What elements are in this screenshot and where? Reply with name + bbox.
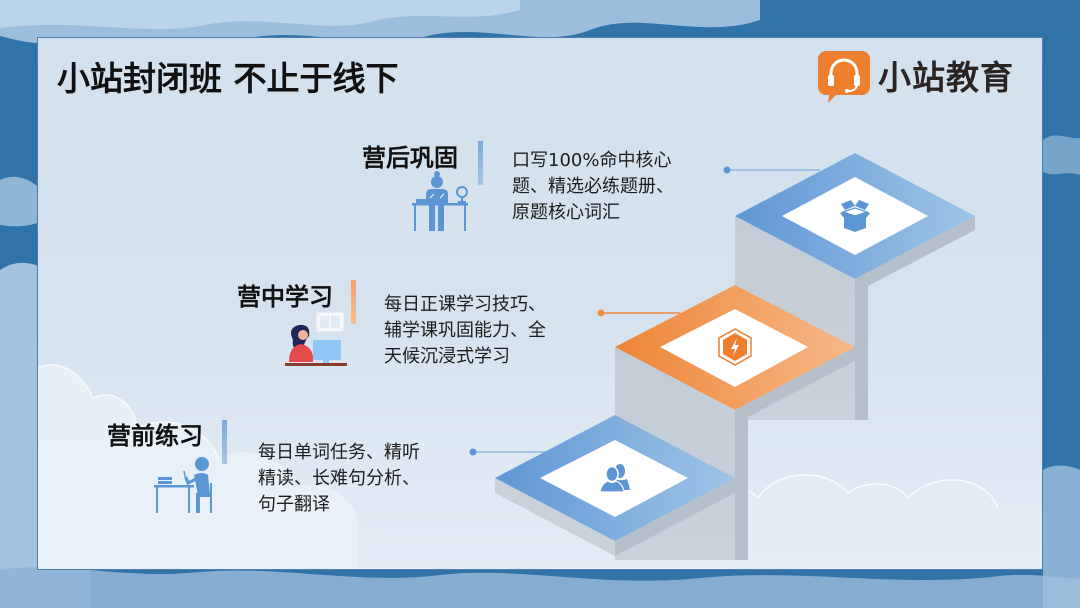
accent-bar-post-camp bbox=[478, 141, 483, 185]
open-box-icon bbox=[840, 200, 870, 232]
step-middle bbox=[615, 285, 855, 410]
stage-desc-mid-camp: 每日正课学习技巧、 辅学课巩固能力、全 天候沉浸式学习 bbox=[384, 294, 546, 367]
headset-chat-bubble-icon bbox=[818, 49, 870, 103]
woman-at-computer-icon bbox=[285, 311, 347, 366]
accent-bar-mid-camp bbox=[351, 280, 356, 324]
step-top bbox=[735, 153, 975, 279]
page-title: 小站封闭班 不止于线下 bbox=[57, 59, 399, 98]
stage-desc-pre-camp: 每日单词任务、精听 精读、长难句分析、 句子翻译 bbox=[258, 442, 420, 515]
student-at-desk-with-globe-icon bbox=[412, 171, 468, 231]
brand-name: 小站教育 bbox=[878, 58, 1014, 97]
connector-top bbox=[723, 166, 820, 174]
stage-desc-post-camp: 口写100%命中核心 题、精选必练题册、 原题核心词汇 bbox=[512, 150, 674, 223]
connector-middle bbox=[597, 309, 680, 317]
lightning-hexagon-icon bbox=[718, 328, 752, 366]
stage-title-pre-camp: 营前练习 bbox=[107, 422, 203, 450]
accent-bar-pre-camp bbox=[222, 420, 227, 464]
stage-title-post-camp: 营后巩固 bbox=[362, 144, 458, 172]
person-writing-at-desk-icon bbox=[154, 457, 212, 513]
brand-logo: 小站教育 bbox=[818, 49, 1014, 103]
users-icon bbox=[599, 464, 630, 493]
step-bottom bbox=[495, 415, 735, 541]
stage-title-mid-camp: 营中学习 bbox=[237, 283, 333, 311]
